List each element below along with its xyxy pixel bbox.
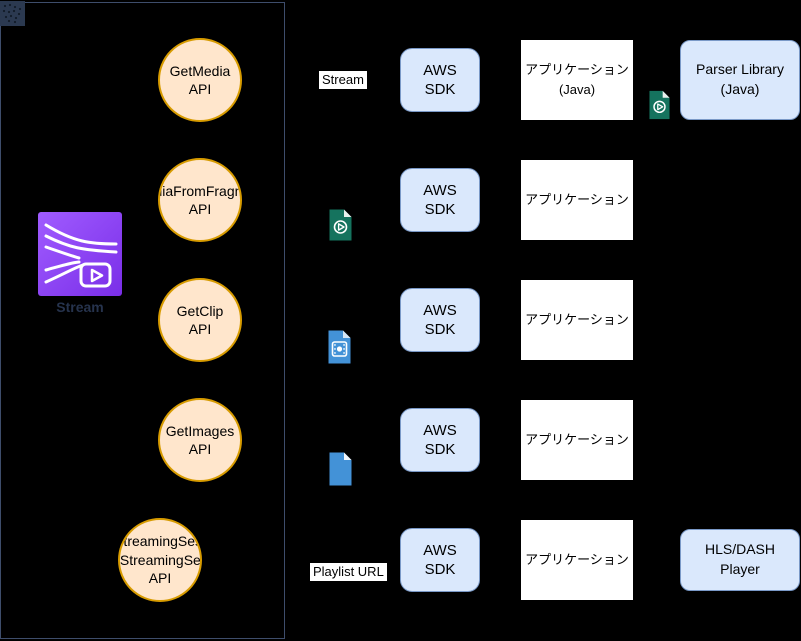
parser-library-box: Parser Library (Java) — [680, 40, 800, 120]
api-circle-getmediafromfragmentlist: GetMediaFromFragmentList API — [158, 158, 242, 242]
sdk-label-line: SDK — [424, 81, 456, 98]
app-label-line: (Java) — [558, 82, 596, 97]
api-label-line: GetDASHStreamingSessionURL — [119, 551, 201, 568]
app-label-line: アプリケーション — [525, 551, 629, 567]
sdk-label-line: AWS — [423, 301, 457, 319]
hls-dash-player-box: HLS/DASH Player — [680, 529, 800, 591]
app-label-line: アプリケーション — [525, 311, 629, 327]
sdk-label-line: AWS — [423, 61, 457, 79]
target-label-line: HLS/DASH — [704, 541, 776, 558]
sdk-label-line: AWS — [423, 421, 457, 439]
aws-sdk-box: AWS SDK — [400, 168, 480, 232]
sdk-label-line: SDK — [424, 561, 456, 578]
application-box: アプリケーション — [521, 400, 633, 480]
api-label-line: GetClip — [176, 302, 224, 319]
sdk-label-line: SDK — [424, 441, 456, 458]
sdk-label-line: SDK — [424, 201, 456, 218]
api-circle-getimages: GetImages API — [158, 398, 242, 482]
api-label-line: API — [188, 81, 212, 97]
application-box: アプリケーション — [521, 160, 633, 240]
api-label-line: GetMediaFromFragmentList — [160, 182, 240, 199]
application-box: アプリケーション — [521, 520, 633, 600]
document-file-icon — [329, 452, 352, 486]
api-label-line: GetMedia — [169, 62, 231, 79]
aws-sdk-box: AWS SDK — [400, 48, 480, 112]
api-label-line: API — [188, 201, 212, 217]
kinesis-group-container — [0, 2, 285, 639]
api-circle-streamingsessionurl: GetHLSStreamingSessionURL GetDASHStreami… — [118, 518, 202, 602]
api-label-line: GetImages — [165, 422, 235, 439]
api-circle-getmedia: GetMedia API — [158, 38, 242, 122]
stream-tag-label: Stream — [319, 71, 367, 90]
api-circle-getclip: GetClip API — [158, 278, 242, 362]
aws-cloud-icon — [0, 1, 25, 26]
app-label-line: アプリケーション — [525, 191, 629, 207]
app-label-line: アプリケーション — [525, 431, 629, 447]
sdk-label-line: AWS — [423, 541, 457, 559]
app-label-line: アプリケーション — [525, 61, 629, 77]
aws-sdk-box: AWS SDK — [400, 408, 480, 472]
target-label-line: Player — [720, 561, 760, 577]
application-java-box: アプリケーション (Java) — [521, 40, 633, 120]
aws-sdk-box: AWS SDK — [400, 528, 480, 592]
api-label-line: GetHLSStreamingSessionURL — [118, 533, 202, 550]
video-file-icon — [649, 90, 670, 120]
application-box: アプリケーション — [521, 280, 633, 360]
video-file-icon — [329, 209, 352, 241]
kinesis-video-stream-icon — [38, 212, 122, 296]
sdk-label-line: SDK — [424, 321, 456, 338]
api-label-line: API — [188, 321, 212, 337]
stream-service-label: Stream — [56, 299, 104, 315]
aws-sdk-box: AWS SDK — [400, 288, 480, 352]
sdk-label-line: AWS — [423, 181, 457, 199]
api-label-line: API — [148, 570, 172, 587]
target-label-line: (Java) — [720, 81, 760, 97]
playlist-url-tag-label: Playlist URL — [310, 563, 387, 582]
target-label-line: Parser Library — [696, 61, 784, 78]
api-label-line: API — [188, 441, 212, 457]
video-frame-file-icon — [328, 330, 351, 364]
